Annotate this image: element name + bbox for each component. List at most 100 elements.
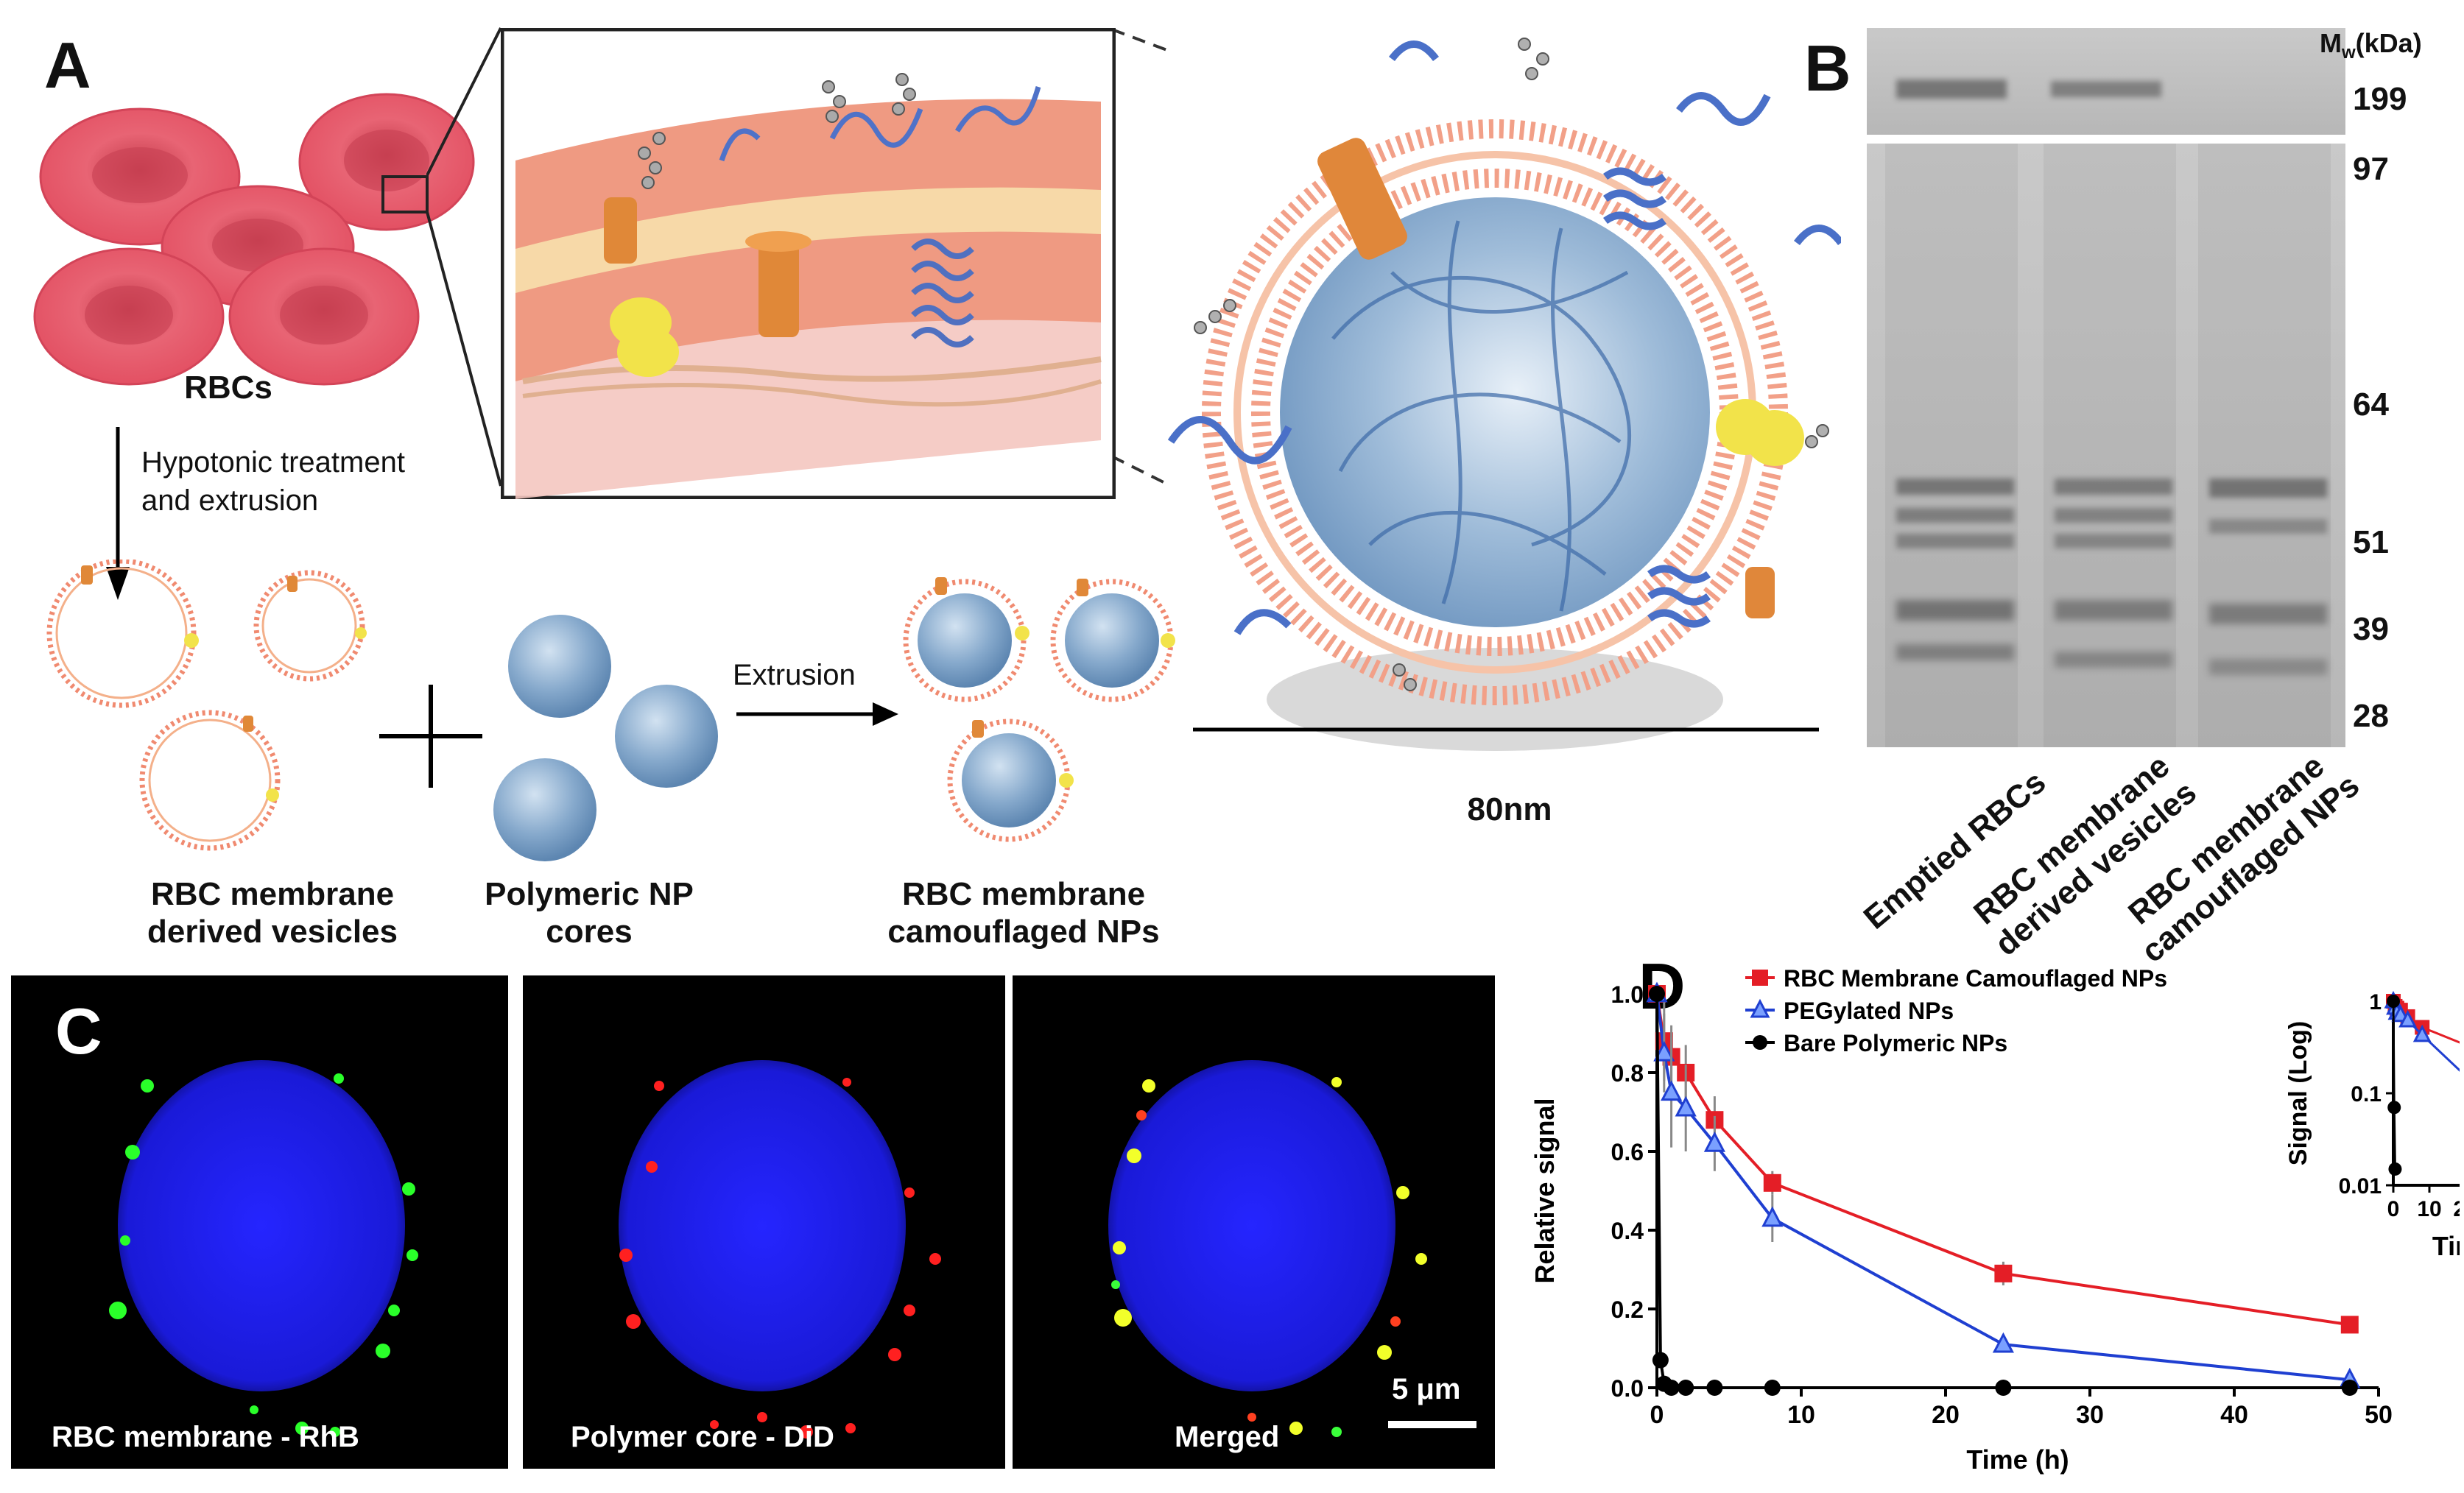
nucleus	[1108, 1060, 1395, 1391]
scale-label: 80nm	[1467, 791, 1552, 827]
x-tick-label: 10	[1787, 1401, 1815, 1429]
inset-y-axis-label: Signal (Log)	[2284, 1021, 2312, 1165]
data-point	[2340, 1316, 2359, 1334]
mw-prefix: M	[2320, 28, 2342, 58]
mw-marker: 28	[2353, 698, 2389, 734]
polymeric-core	[615, 685, 718, 788]
membrane-zoom-inset	[501, 28, 1116, 499]
cores-line1: Polymeric NP	[485, 876, 694, 912]
transmembrane-protein	[1745, 567, 1775, 618]
y-tick-label: 0.2	[1611, 1296, 1644, 1323]
x-tick-label: 0	[1650, 1401, 1664, 1429]
micrograph-caption: Merged	[1175, 1421, 1280, 1453]
cores-line2: cores	[546, 913, 633, 950]
micrograph-caption: RBC membrane - RhB	[52, 1421, 359, 1453]
y-axis-label: Relative signal	[1530, 1098, 1560, 1283]
inset-x-tick-label: 0	[2387, 1197, 2400, 1221]
legend-marker	[1752, 970, 1768, 986]
transmembrane-protein	[1317, 138, 1407, 260]
gel-lane	[2198, 144, 2331, 747]
nucleus	[619, 1060, 906, 1391]
camouflaged-line1: RBC membrane	[901, 876, 1146, 912]
inset-data-point	[2387, 1101, 2401, 1115]
right-arrow-icon	[736, 702, 898, 726]
y-tick-label: 0.6	[1611, 1139, 1644, 1165]
gel-lane	[1885, 144, 2018, 747]
x-tick-label: 20	[1932, 1401, 1960, 1429]
inset-data-point	[2388, 1162, 2402, 1176]
camouflaged-nps-illustration	[903, 577, 1175, 842]
micrograph-caption: Polymer core - DiD	[571, 1421, 834, 1453]
legend-label: RBC Membrane Camouflaged NPs	[1784, 965, 2167, 992]
data-point	[1703, 1131, 1725, 1152]
polymer-core	[1280, 197, 1710, 627]
gel-lane	[2044, 144, 2176, 747]
y-tick-label: 0.0	[1611, 1375, 1644, 1402]
inset-y-tick-label: 1	[2369, 990, 2382, 1014]
membrane-vesicles-illustration	[46, 560, 367, 851]
down-arrow-icon	[106, 427, 130, 600]
mw-unit: (kDa)	[2355, 28, 2422, 58]
legend-label: PEGylated NPs	[1784, 998, 1954, 1024]
data-point	[1761, 1206, 1784, 1227]
yellow-protein	[1716, 399, 1804, 466]
step1-caption: Hypotonic treatment and extrusion	[141, 443, 405, 520]
step1-line1: Hypotonic treatment	[141, 446, 405, 479]
helical-protein	[911, 239, 974, 347]
scale-bar	[1193, 727, 1819, 732]
legend-marker	[1750, 998, 1770, 1018]
data-point	[1663, 1380, 1680, 1396]
camouflaged-label: RBC membrane camouflaged NPs	[862, 876, 1186, 950]
data-point	[1675, 1095, 1697, 1117]
rbc-cell	[33, 247, 225, 386]
camouflaged-line2: camouflaged NPs	[887, 913, 1160, 950]
rbc-label: RBCs	[184, 370, 272, 406]
inset-x-tick-label: 10	[2417, 1197, 2441, 1221]
mw-marker: 199	[2353, 81, 2407, 117]
data-point	[1992, 1332, 2014, 1353]
inset-x-axis-label: Time (h)	[2432, 1231, 2460, 1261]
data-point	[1661, 1080, 1683, 1101]
panel-a-letter: A	[44, 29, 91, 102]
inset-data-point	[2412, 1024, 2432, 1042]
mw-marker: 97	[2353, 151, 2389, 187]
inset-y-tick-label: 0.1	[2351, 1082, 2382, 1106]
data-point	[1706, 1380, 1723, 1396]
y-tick-label: 0.8	[1611, 1060, 1644, 1087]
zoom-region-box	[381, 175, 429, 213]
mw-header: Mw(kDa)	[2320, 28, 2422, 63]
x-tick-label: 40	[2220, 1401, 2248, 1429]
legend-label: Bare Polymeric NPs	[1784, 1030, 2007, 1056]
micro-scale-label: 5 μm	[1392, 1373, 1461, 1405]
x-tick-label: 50	[2365, 1401, 2393, 1429]
inset-data-point	[2387, 995, 2400, 1008]
nanoparticle-cross-section	[1167, 38, 1841, 751]
micrograph-merged	[1013, 975, 1495, 1469]
mw-subscript: w	[2342, 43, 2356, 63]
polymeric-core	[493, 758, 596, 861]
data-point	[1653, 1040, 1675, 1062]
legend-marker	[1753, 1035, 1767, 1050]
mw-marker: 39	[2353, 611, 2389, 647]
nucleus	[118, 1060, 405, 1391]
mw-marker: 51	[2353, 524, 2389, 560]
data-point	[1764, 1380, 1781, 1396]
y-tick-label: 0.4	[1611, 1218, 1644, 1244]
micrograph-did	[523, 975, 1005, 1469]
data-point	[1649, 986, 1665, 1002]
micro-scale-bar	[1388, 1421, 1476, 1428]
x-tick-label: 30	[2076, 1401, 2104, 1429]
vesicles-line2: derived vesicles	[147, 913, 398, 950]
mw-marker: 64	[2353, 387, 2389, 423]
rbc-cell	[228, 247, 420, 386]
transmembrane-protein	[604, 197, 637, 264]
vesicles-line1: RBC membrane	[150, 876, 395, 912]
step1-line2: and extrusion	[141, 484, 319, 517]
transmembrane-protein	[758, 241, 799, 337]
gel-top-strip	[1867, 28, 2345, 135]
gel-main	[1867, 144, 2345, 747]
cores-label: Polymeric NP cores	[457, 876, 722, 950]
step2-label: Extrusion	[733, 659, 856, 691]
